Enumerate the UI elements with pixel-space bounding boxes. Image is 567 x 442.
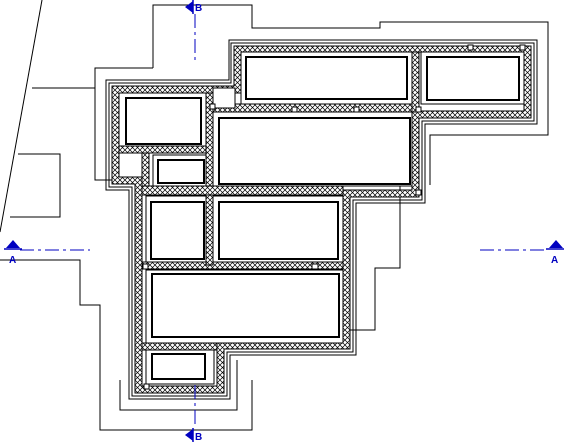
section-marker-b-top: B — [185, 0, 202, 14]
section-label-b-top: B — [195, 3, 202, 14]
rooms — [118, 51, 525, 385]
building-outline — [105, 39, 538, 400]
section-arrow-up-icon — [6, 240, 20, 248]
section-arrow-left-icon — [185, 1, 193, 13]
section-label-a-right: A — [551, 255, 558, 266]
section-marker-b-bottom: B — [185, 428, 202, 442]
section-label-a-left: A — [9, 255, 16, 266]
section-marker-a-right: A — [546, 240, 564, 266]
site-context-lines — [0, 0, 549, 431]
section-arrow-left-icon — [185, 429, 193, 441]
interior-partitions — [118, 51, 420, 351]
section-label-b-bottom: B — [195, 432, 202, 442]
section-lines — [20, 14, 546, 425]
section-marker-a-left: A — [4, 240, 22, 266]
section-arrow-up-icon — [549, 240, 563, 248]
column-markers — [142, 44, 526, 390]
